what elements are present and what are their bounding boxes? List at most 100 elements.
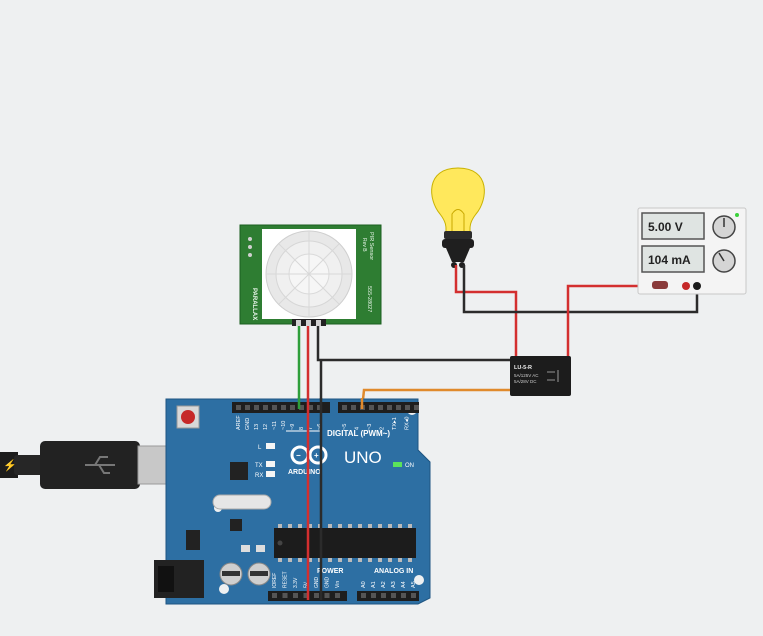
- power-indicator-icon: [735, 213, 739, 217]
- digital-pin-hole[interactable]: [317, 405, 322, 410]
- wire-bulb-relay-red: [454, 265, 518, 362]
- digital-pin-hole[interactable]: [351, 405, 356, 410]
- tx-led-label: TX: [255, 463, 263, 469]
- power-pin-label: Vin: [335, 581, 341, 588]
- power-pin-hole[interactable]: [303, 593, 309, 598]
- digital-pin-label: AREF: [236, 415, 242, 430]
- analog-pin-hole[interactable]: [381, 593, 386, 598]
- pir-pin-gnd[interactable]: [316, 320, 321, 326]
- power-supply[interactable]: 5.00 V 104 mA: [637, 207, 747, 295]
- relay[interactable]: LU-5-R 5A/125V AC 5A/28V DC: [510, 356, 571, 396]
- mcu-leg: [328, 524, 332, 528]
- power-pin-hole[interactable]: [282, 593, 288, 598]
- analog-pin-label: A4: [401, 581, 407, 588]
- analog-pin-hole[interactable]: [391, 593, 396, 598]
- arduino-logo-text: ARDUINO: [288, 469, 321, 476]
- on-led: [393, 462, 402, 467]
- analog-pin-hole[interactable]: [401, 593, 406, 598]
- mcu-leg: [338, 524, 342, 528]
- digital-pin-label: 8: [299, 427, 305, 430]
- digital-pin-hole[interactable]: [263, 405, 268, 410]
- mcu-leg: [378, 558, 382, 562]
- power-pin-hole[interactable]: [314, 593, 319, 598]
- relay-rating-ac: 5A/125V AC: [514, 373, 539, 378]
- digital-pin-hole[interactable]: [245, 405, 250, 410]
- analog-pin-label: A0: [361, 581, 367, 588]
- mcu-leg: [308, 524, 312, 528]
- mcu-leg: [358, 558, 362, 562]
- power-pin-hole[interactable]: [293, 593, 298, 598]
- pir-rev-label: Rev B: [361, 238, 367, 252]
- digital-pin-hole[interactable]: [308, 405, 313, 410]
- digital-pin-hole[interactable]: [281, 405, 286, 410]
- power-pin-label: GND: [325, 577, 331, 589]
- digital-pin-hole[interactable]: [236, 405, 241, 410]
- power-label: POWER: [317, 568, 343, 575]
- relay-part-label: LU-5-R: [514, 365, 532, 371]
- negative-terminal[interactable]: [693, 282, 701, 290]
- power-pin-hole[interactable]: [324, 593, 330, 598]
- analog-pin-label: A1: [371, 581, 377, 588]
- analog-pin-hole[interactable]: [361, 593, 366, 598]
- pir-part-label: 555-28027: [366, 286, 372, 312]
- mcu-leg: [358, 524, 362, 528]
- digital-label: DIGITAL (PWM~): [327, 429, 390, 438]
- digital-pin-label: RX◂0: [405, 417, 411, 430]
- pir-pin-vcc[interactable]: [306, 320, 311, 326]
- analog-label: ANALOG IN: [374, 568, 413, 575]
- digital-pin-label: ~11: [272, 421, 278, 430]
- mcu-leg: [278, 558, 282, 562]
- power-pin-hole[interactable]: [272, 593, 277, 598]
- arduino-model-label: UNO: [344, 448, 382, 467]
- digital-pin-hole[interactable]: [396, 405, 401, 410]
- power-pin-hole[interactable]: [335, 593, 340, 598]
- mcu-leg: [298, 524, 302, 528]
- wire-overlays: [297, 398, 364, 600]
- digital-pin-hole[interactable]: [387, 405, 392, 410]
- positive-terminal[interactable]: [682, 282, 690, 290]
- digital-pin-hole[interactable]: [405, 405, 410, 410]
- digital-pin-hole[interactable]: [342, 405, 347, 410]
- analog-pin-hole[interactable]: [411, 593, 416, 598]
- on-led-label: ON: [405, 463, 414, 469]
- digital-pin-hole[interactable]: [299, 405, 304, 410]
- analog-pin-label: A3: [391, 581, 397, 588]
- mcu-leg: [338, 558, 342, 562]
- digital-pin-hole[interactable]: [272, 405, 277, 410]
- digital-pin-hole[interactable]: [254, 405, 259, 410]
- pir-brand-label: PARALLAX: [251, 288, 257, 320]
- mcu-leg: [278, 524, 282, 528]
- digital-pin-label: 13: [254, 424, 260, 430]
- mcu-leg: [388, 524, 392, 528]
- small-chip: [230, 519, 242, 531]
- light-bulb[interactable]: [431, 167, 485, 268]
- power-pin-label: 3.3V: [293, 577, 299, 588]
- mcu-leg: [348, 558, 352, 562]
- mcu-leg: [408, 524, 412, 528]
- pir-pin-out[interactable]: [296, 320, 301, 326]
- relay-rating-dc: 5A/28V DC: [514, 379, 537, 384]
- mcu-leg: [368, 524, 372, 528]
- mcu-leg: [348, 524, 352, 528]
- digital-pin-hole[interactable]: [369, 405, 374, 410]
- power-pin-label: GND: [314, 577, 320, 589]
- pir-sensor[interactable]: PARALLAX PIR Sensor Rev B 555-28027: [239, 224, 382, 326]
- mcu-leg: [408, 558, 412, 562]
- analog-pin-hole[interactable]: [371, 593, 376, 598]
- wire-pir-relay-black: [316, 326, 514, 362]
- mcu-leg: [298, 558, 302, 562]
- microcontroller-chip: [274, 528, 416, 558]
- mcu-leg: [388, 558, 392, 562]
- analog-header[interactable]: [357, 591, 419, 601]
- digital-pin-hole[interactable]: [378, 405, 383, 410]
- rx-led-label: RX: [255, 473, 263, 479]
- mcu-leg: [308, 558, 312, 562]
- digital-pin-hole[interactable]: [414, 405, 419, 410]
- mcu-leg: [368, 558, 372, 562]
- digital-pin-hole[interactable]: [290, 405, 295, 410]
- analog-pin-label: A5: [411, 581, 417, 588]
- mcu-leg: [288, 558, 292, 562]
- regulator: [186, 530, 200, 550]
